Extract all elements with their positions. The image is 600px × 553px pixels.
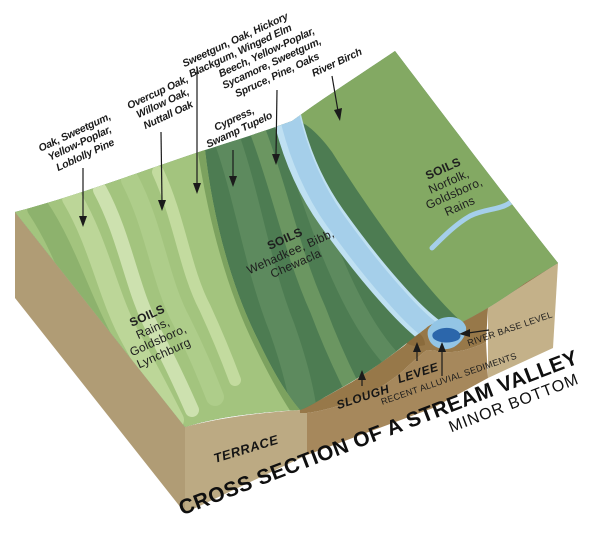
leader-arrow-overcup-oak [158,131,166,211]
leader-arrow-river-base [459,329,490,337]
leader-arrow-cypress [229,150,237,187]
leader-arrow-river-birch [331,75,342,121]
block-sides [15,212,558,513]
leader-arrows [79,70,490,386]
right-side-face [488,263,558,378]
left-face [15,212,185,513]
leader-arrow-sweetgun-hickory [193,70,201,194]
alluvium-front-face [307,342,488,455]
upland-surface [292,51,558,322]
leader-arrow-slough [358,370,366,386]
river-cross-section [427,317,467,350]
leader-arrow-oak-sweetgum [79,168,87,227]
leader-arrow-beech [272,89,280,165]
river-base-lens [432,327,461,343]
leader-arrow-levee [413,342,421,361]
leader-arrow-sediments [438,342,446,376]
terrace-front-face [185,410,307,513]
